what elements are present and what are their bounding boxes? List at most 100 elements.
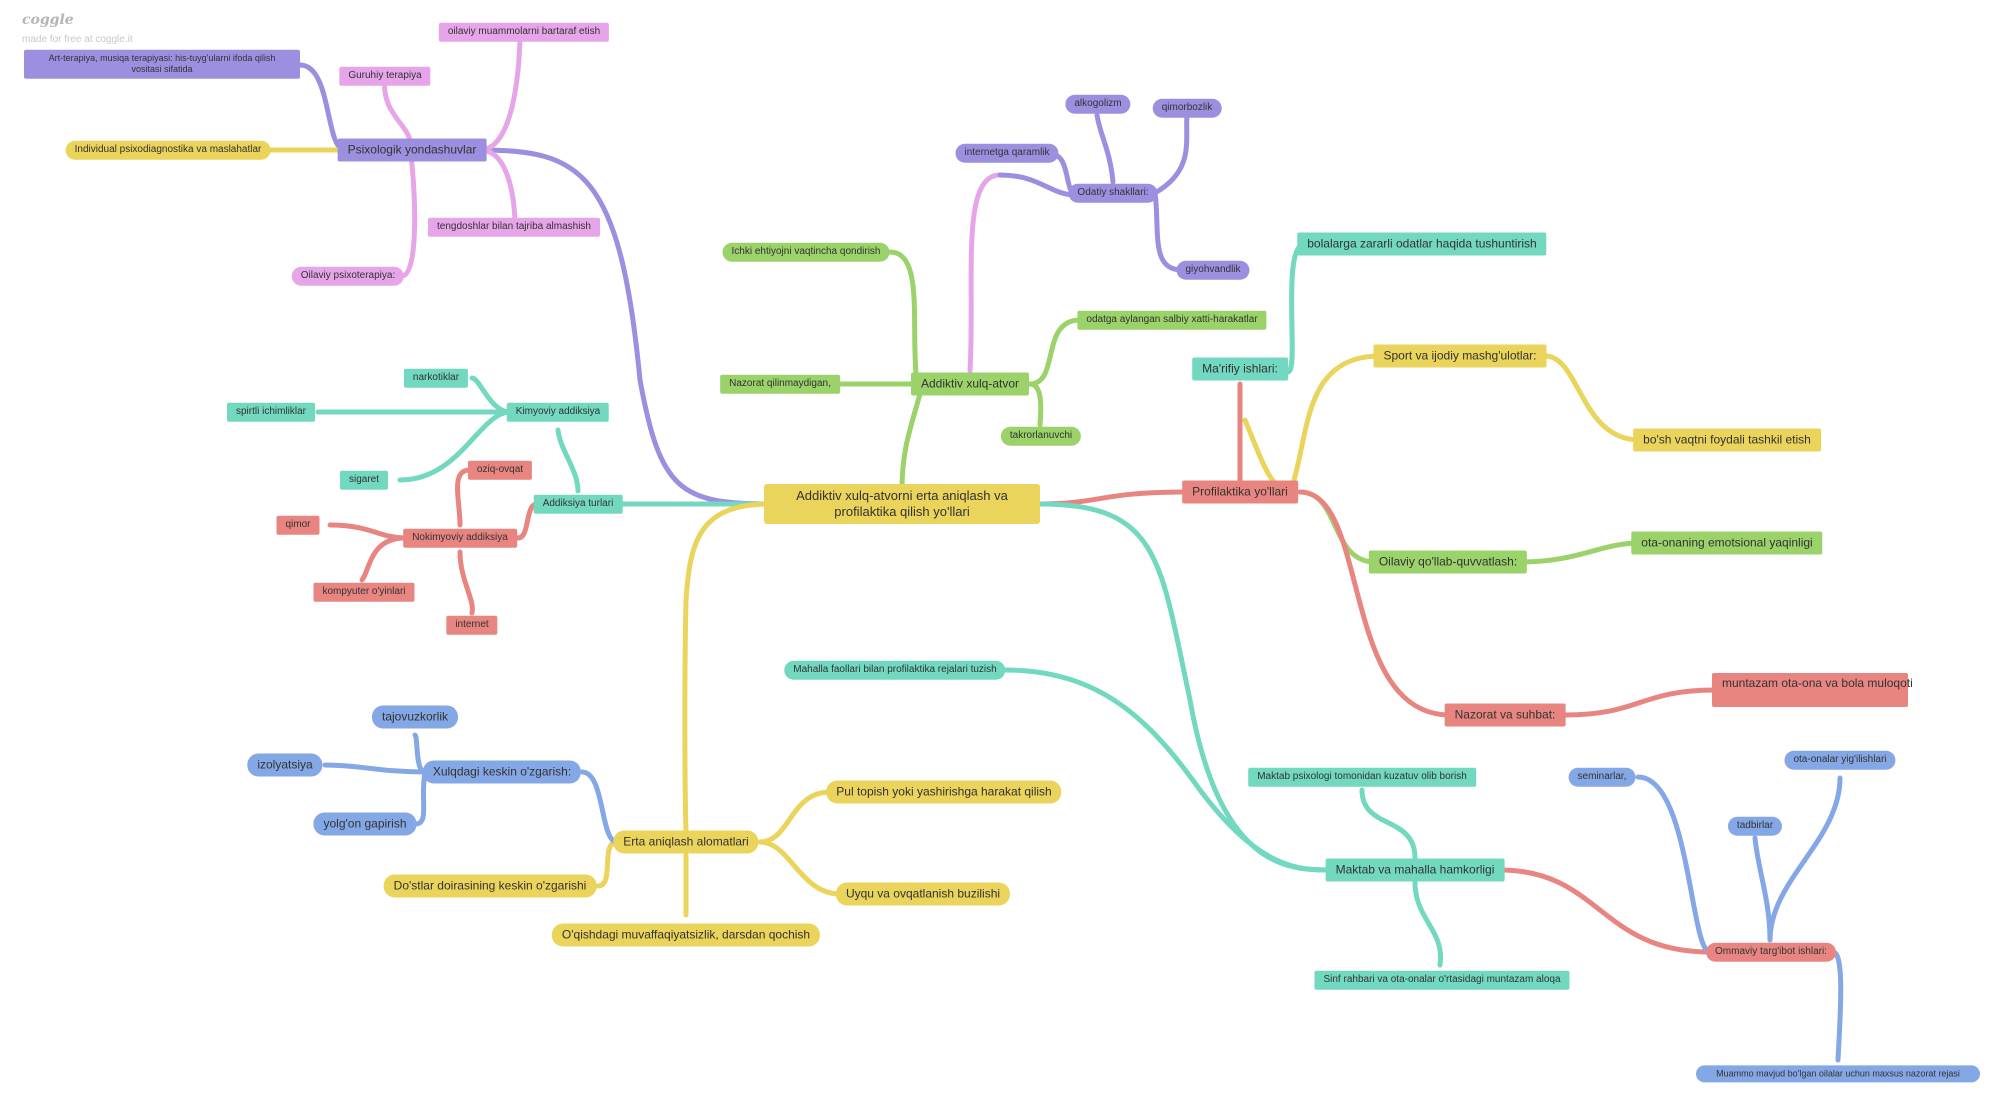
- node-ota-onalar[interactable]: ota-onalar yig'ilishlari: [1784, 750, 1896, 770]
- node-oziq[interactable]: oziq-ovqat: [467, 460, 533, 480]
- node-odatiy[interactable]: Odatiy shakllari:: [1068, 183, 1158, 203]
- node-marifiy[interactable]: Ma'rifiy ishlari:: [1192, 357, 1288, 381]
- node-seminarlar[interactable]: seminarlar,: [1568, 767, 1636, 787]
- connector-profilaktika: [1037, 489, 1188, 507]
- connector-izolyatsiya: [322, 762, 428, 775]
- connector-oilaviy-muammolar: [477, 32, 523, 153]
- connector-bolalarga: [1285, 241, 1308, 375]
- node-giyohvandlik[interactable]: giyohvandlik: [1176, 260, 1250, 280]
- node-maktab-psixologi[interactable]: Maktab psixologi tomonidan kuzatuv olib …: [1248, 767, 1476, 787]
- connector-ota-onalar: [1767, 775, 1843, 943]
- connector-art-terapiya: [297, 62, 348, 153]
- connector-alkogolizm: [1094, 112, 1116, 185]
- connector-odatiy: [967, 172, 1003, 374]
- node-guruhiy[interactable]: Guruhiy terapiya: [339, 66, 431, 86]
- connector-oziq: [455, 467, 473, 528]
- node-sinf[interactable]: Sinf rahbari va ota-onalar o'rtasidagi m…: [1314, 970, 1570, 990]
- connector-tengdoshlar: [477, 147, 518, 230]
- connector-uyqu: [757, 839, 843, 897]
- node-tadbirlar[interactable]: tadbirlar: [1727, 816, 1783, 836]
- node-sigaret[interactable]: sigaret: [339, 470, 389, 490]
- node-mahalla-faollari[interactable]: Mahalla faollari bilan profilaktika reja…: [784, 660, 1006, 680]
- node-xulqdagi[interactable]: Xulqdagi keskin o'zgarish:: [422, 760, 582, 784]
- connector-psixologik: [477, 147, 773, 507]
- node-muammo[interactable]: Muammo mavjud bo'lgan oilalar uchun maxs…: [1696, 1065, 1980, 1083]
- node-nazorat-qilin[interactable]: Nazorat qilinmaydigan,: [720, 374, 840, 394]
- node-maktab[interactable]: Maktab va mahalla hamkorligi: [1325, 858, 1505, 882]
- node-muntazam[interactable]: muntazam ota-ona va bola muloqoti: [1712, 673, 1913, 707]
- connector-oilaviy-psixo: [399, 147, 418, 279]
- root-label: Addiktiv xulq-atvorni erta aniqlash va p…: [796, 487, 1008, 519]
- node-tajovuzkorlik[interactable]: tajovuzkorlik: [371, 705, 459, 729]
- node-takrorlanuvchi[interactable]: takrorlanuvchi: [1000, 426, 1082, 446]
- node-kompyuter[interactable]: kompyuter o'yinlari: [313, 582, 415, 602]
- connector-muntazam: [1562, 687, 1718, 718]
- node-psixologik[interactable]: Psixologik yondashuvlar: [337, 138, 487, 162]
- connector-ichki: [887, 249, 920, 387]
- node-internet[interactable]: internet: [446, 615, 498, 635]
- connector-tadbirlar: [1752, 835, 1773, 943]
- node-kimyoviy[interactable]: Kimyoviy addiksiya: [506, 402, 610, 422]
- node-erta[interactable]: Erta aniqlash alomatlari: [613, 830, 759, 854]
- root-node[interactable]: Addiktiv xulq-atvorni erta aniqlash va p…: [764, 484, 1040, 524]
- node-oilaviy-psixo[interactable]: Oilaviy psixoterapiya:: [291, 266, 405, 286]
- connector-internet: [457, 549, 475, 616]
- connector-kimyoviy: [555, 427, 581, 494]
- connector-giyohvandlik: [1152, 190, 1185, 273]
- node-odatga[interactable]: odatga aylangan salbiy xatti-harakatlar: [1077, 310, 1267, 330]
- node-dostlar[interactable]: Do'stlar doirasining keskin o'zgarishi: [383, 874, 597, 898]
- node-nokimyoviy[interactable]: Nokimyoviy addiksiya: [403, 528, 517, 548]
- coggle-credit: made for free at coggle.it: [22, 34, 133, 45]
- node-addiksiya-turlari[interactable]: Addiksiya turlari: [533, 494, 623, 514]
- node-tengdoshlar[interactable]: tengdoshlar bilan tajriba almashish: [428, 217, 600, 237]
- node-uyqu[interactable]: Uyqu va ovqatlanish buzilishi: [835, 882, 1011, 906]
- connector-yolgon: [412, 769, 428, 827]
- connector-erta: [682, 501, 773, 833]
- connector-ota-onaning: [1517, 540, 1643, 565]
- connector-nazorat-suhbat: [1297, 489, 1453, 718]
- node-oilaviy-qollab[interactable]: Oilaviy qo'llab-quvvatlash:: [1368, 550, 1528, 574]
- node-yolgon[interactable]: yolg'on gapirish: [313, 812, 417, 836]
- node-bolalarga[interactable]: bolalarga zararli odatlar haqida tushunt…: [1297, 232, 1547, 256]
- node-art-terapiya[interactable]: Art-terapiya, musiqa terapiyasi: his-tuy…: [24, 49, 300, 79]
- connector-muammo: [1830, 949, 1844, 1063]
- node-internetga[interactable]: internetga qaramlik: [955, 143, 1059, 163]
- node-qimorbozlik[interactable]: qimorbozlik: [1152, 98, 1222, 118]
- node-nazorat-suhbat[interactable]: Nazorat va suhbat:: [1444, 703, 1566, 727]
- node-addiktiv[interactable]: Addiktiv xulq-atvor: [910, 372, 1030, 396]
- node-oilaviy-muammolar[interactable]: oilaviy muammolarni bartaraf etish: [438, 22, 610, 42]
- node-alkogolizm[interactable]: alkogolizm: [1065, 94, 1131, 114]
- node-individual[interactable]: Individual psixodiagnostika va maslahatl…: [65, 140, 271, 160]
- connector-mahalla-faollari: [1002, 667, 1333, 873]
- connector-seminarlar: [1635, 774, 1713, 955]
- connector-kompyuter: [359, 535, 408, 583]
- node-spirtli[interactable]: spirtli ichimliklar: [226, 402, 316, 422]
- connector-narkotiklar: [469, 375, 513, 415]
- connector-qimor: [327, 522, 408, 541]
- connector-qimorbozlik: [1152, 112, 1190, 196]
- node-izolyatsiya[interactable]: izolyatsiya: [247, 753, 323, 777]
- connector-internetga: [997, 172, 1079, 198]
- connector-sport: [1287, 353, 1383, 495]
- connector-xulqdagi: [579, 769, 620, 845]
- connector-pul: [757, 789, 833, 845]
- node-ota-onaning[interactable]: ota-onaning emotsional yaqinligi: [1631, 531, 1823, 555]
- connector-bosh: [1542, 353, 1643, 443]
- connector-takrorlanuvchi: [1027, 381, 1044, 428]
- connector-ommaviy: [1497, 867, 1713, 955]
- node-bosh[interactable]: bo'sh vaqtni foydali tashkil etish: [1633, 428, 1821, 452]
- node-sport[interactable]: Sport va ijodiy mashg'ulotlar:: [1373, 344, 1547, 368]
- connector-maktab-psixologi: [1359, 787, 1418, 861]
- node-profilaktika[interactable]: Profilaktika yo'llari: [1182, 480, 1298, 504]
- connector-odatga: [1027, 317, 1083, 387]
- node-qimor[interactable]: qimor: [276, 515, 320, 535]
- connector-addiktiv: [899, 391, 923, 493]
- connector-sigaret: [397, 409, 513, 483]
- node-ommaviy[interactable]: Ommaviy targ'ibot ishlari:: [1706, 942, 1836, 962]
- node-narkotiklar[interactable]: narkotiklar: [403, 368, 469, 388]
- node-ichki[interactable]: Ichki ehtiyojni vaqtincha qondirish: [722, 242, 890, 262]
- node-oqishdagi[interactable]: O'qishdagi muvaffaqiyatsizlik, darsdan q…: [551, 923, 821, 947]
- node-pul[interactable]: Pul topish yoki yashirishga harakat qili…: [826, 780, 1062, 804]
- coggle-logo: coggle: [22, 12, 74, 28]
